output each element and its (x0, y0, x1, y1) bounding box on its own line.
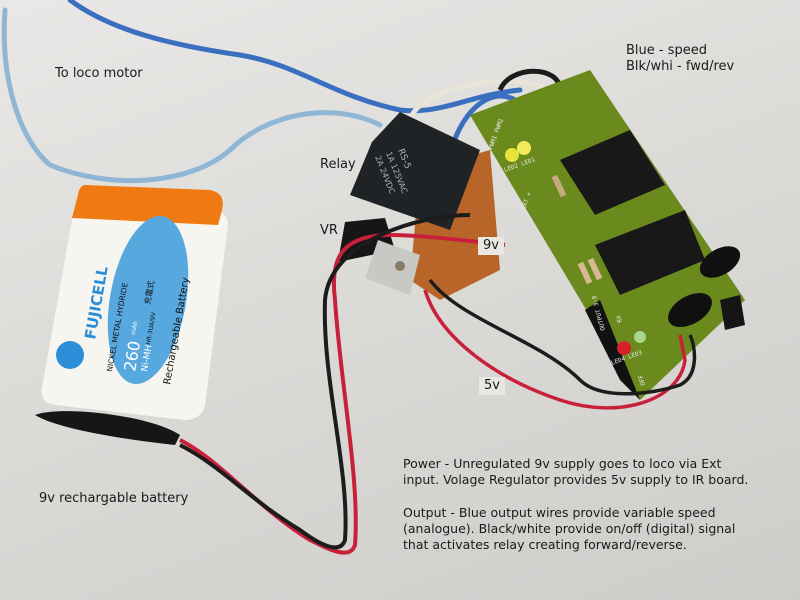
label-5v: 5v (479, 377, 505, 395)
power-note-line1: Power - Unregulated 9v supply goes to lo… (403, 456, 722, 471)
power-note: Power - Unregulated 9v supply goes to lo… (403, 456, 748, 488)
silk-off: OFF (637, 374, 647, 387)
battery-label-oval (107, 216, 189, 384)
pcb-foam (585, 300, 640, 400)
capacitor-1 (699, 246, 741, 278)
output-note: Output - Blue output wires provide varia… (403, 505, 735, 553)
label-9v: 9v (478, 237, 504, 255)
green-led (634, 331, 646, 343)
output-note-line3: that activates relay creating forward/re… (403, 537, 687, 552)
battery-type: Ni-MH (140, 344, 155, 372)
output-note-line2: (analogue). Black/white provide on/off (… (403, 521, 736, 536)
resistor-3 (551, 174, 567, 198)
ic-chip-1 (560, 130, 665, 215)
resistor-2 (587, 257, 603, 281)
yellow-led-2 (517, 141, 531, 155)
resistor-1 (577, 261, 593, 285)
battery: FUJICELL NICKEL METAL HYDRIDE 260 mAh Ni… (35, 185, 228, 445)
ic-chip-2 (595, 210, 705, 295)
label-to-loco-motor: To loco motor (55, 66, 143, 81)
voltage-regulator-hole (395, 261, 405, 271)
battery-jp: 充電式 (142, 280, 156, 305)
label-vr: VR (320, 223, 338, 238)
relay (350, 112, 480, 230)
battery-cap (72, 185, 223, 225)
battery-logo (56, 341, 84, 369)
label-relay: Relay (320, 157, 356, 172)
output-note-line1: Output - Blue output wires provide varia… (403, 505, 716, 520)
silk-rx: RX (615, 314, 624, 323)
blue-wire-top (67, 0, 523, 114)
label-battery: 9v rechargable battery (39, 491, 189, 506)
voltage-regulator-tab (365, 240, 420, 295)
light-blue-wire (1, 7, 383, 184)
voltage-regulator-small (720, 295, 745, 330)
power-note-line2: input. Volage Regulator provides 5v supp… (403, 472, 749, 487)
yellow-led-1 (505, 148, 519, 162)
capacitor-2 (668, 292, 712, 328)
legend-blue-speed: Blue - speed (626, 43, 707, 58)
black-wire-5v (428, 278, 697, 396)
black-wire-9v (179, 213, 471, 550)
battery-unit: mAh (130, 320, 139, 335)
battery-snap-connector (35, 411, 180, 445)
legend-blk-whi: Blk/whi - fwd/rev (626, 59, 735, 74)
red-led (617, 341, 631, 355)
